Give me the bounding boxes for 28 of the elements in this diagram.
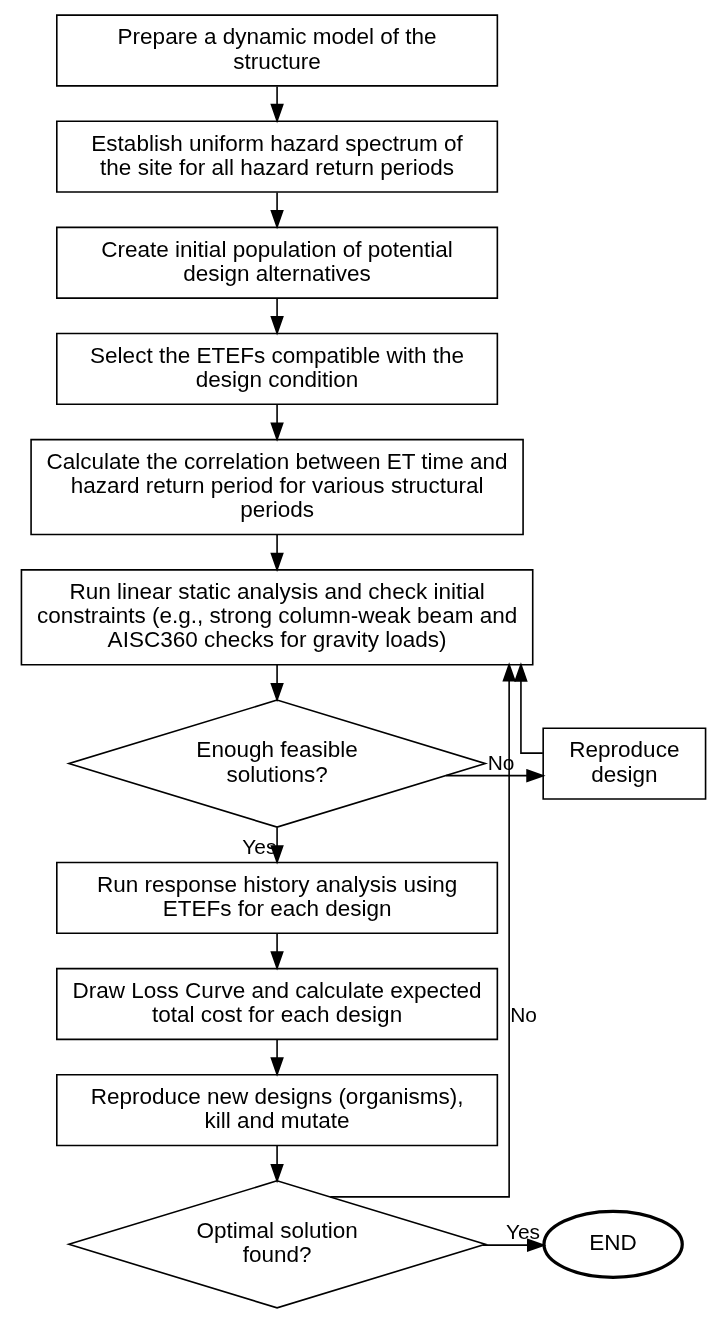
node-box: Prepare a dynamic model of the structure bbox=[55, 14, 498, 87]
arrow bbox=[269, 664, 284, 703]
arrow bbox=[269, 191, 284, 230]
arrow bbox=[269, 932, 284, 971]
node-diamond: Enough feasible solutions? bbox=[65, 699, 488, 828]
node-box: Calculate the correlation between ET time and hazard return period for various structural periods bbox=[29, 438, 524, 536]
node-box: Establish uniform hazard spectrum of the site for all hazard return periods bbox=[55, 120, 498, 193]
arrow bbox=[269, 85, 284, 124]
node-box: Run response history analysis using ETEFs for each design bbox=[55, 861, 498, 935]
arrow bbox=[269, 403, 284, 442]
arrow bbox=[444, 768, 546, 783]
arrow bbox=[513, 662, 544, 754]
node-diamond: Optimal solution found? bbox=[65, 1180, 488, 1309]
arrow bbox=[269, 534, 284, 572]
edge-label: Yes bbox=[505, 1220, 540, 1244]
node-box: Reproduce design bbox=[541, 727, 706, 800]
node-ellipse: END bbox=[541, 1209, 684, 1279]
node-box: Create initial population of potential design alternatives bbox=[55, 226, 498, 299]
arrow bbox=[269, 297, 284, 336]
node-box: Select the ETEFs compatible with the design condition bbox=[55, 332, 498, 406]
arrow bbox=[481, 1238, 546, 1252]
arrow bbox=[269, 1039, 284, 1077]
node-box: Reproduce new designs (organisms), kill and mutate bbox=[55, 1073, 498, 1147]
arrow bbox=[269, 1145, 284, 1184]
node-box: Draw Loss Curve and calculate expected total cost for each design bbox=[55, 967, 498, 1041]
edge-label: No bbox=[509, 1003, 537, 1027]
arrow bbox=[329, 662, 516, 1198]
node-box: Run linear static analysis and check initial constraints (e.g., strong column-weak beam and AISC360 checks for gravity loads) bbox=[20, 569, 534, 666]
